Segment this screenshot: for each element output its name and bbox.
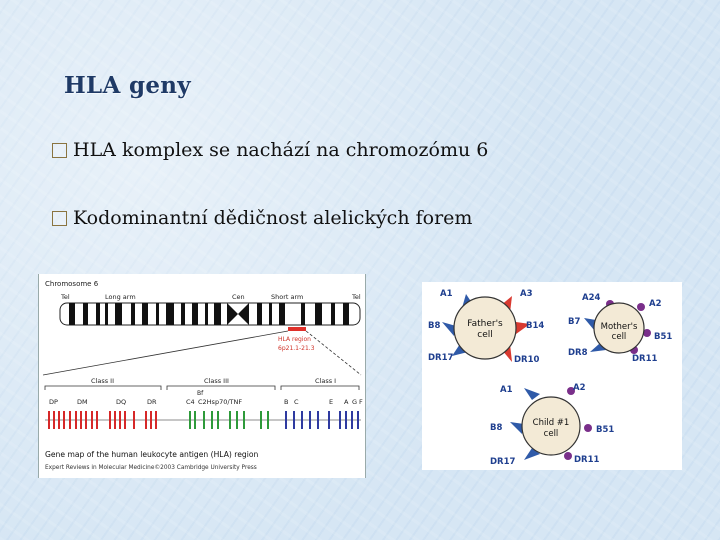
bullet-box-icon	[52, 211, 67, 226]
gene-label-c4: C4	[186, 398, 195, 406]
child-antigen-dr11: DR11	[574, 455, 600, 465]
label-long-arm: Long arm	[105, 293, 136, 301]
gene-label-dp: DP	[49, 398, 58, 406]
father-antigen-b8: B8	[428, 321, 440, 331]
gene-label-a: A	[344, 398, 349, 406]
father-antigen-a3: A3	[520, 289, 533, 299]
child-cell: Child #1 cell A1 A2 B8 B51 DR17 DR11	[490, 383, 614, 467]
gene-label-f: F	[359, 398, 363, 406]
hla-region-marker	[288, 327, 306, 331]
father-antigen-a1: A1	[440, 289, 453, 299]
child-cell-label-2: cell	[544, 429, 559, 439]
mother-antigen-a2: A2	[649, 299, 662, 309]
mother-a2-marker	[637, 303, 645, 311]
class-i-bracket	[281, 386, 359, 390]
class-i-label: Class I	[315, 377, 336, 385]
mother-cell-label-1: Mother's	[601, 322, 638, 332]
gene-label-e: E	[329, 398, 333, 406]
hla-inheritance-cells-figure: Father's cell A1 A3 B8 B14 DR17 DR10 Mot…	[422, 282, 682, 470]
gene-label-g: G	[352, 398, 357, 406]
child-antigen-dr17: DR17	[490, 457, 516, 467]
gene-label-dq: DQ	[116, 398, 126, 406]
label-tel-right: Tel	[351, 293, 361, 301]
gene-label-b: B	[284, 398, 288, 406]
child-dr11-marker	[564, 452, 572, 460]
label-short-arm: Short arm	[271, 293, 303, 301]
cells-diagram: Father's cell A1 A3 B8 B14 DR17 DR10 Mot…	[422, 282, 682, 470]
father-cell-label-2: cell	[477, 330, 493, 340]
hla-region-band: 6p21.1-21.3	[278, 345, 315, 352]
child-antigen-b8: B8	[490, 423, 502, 433]
class-ii-label: Class II	[91, 377, 114, 385]
bullet-item-2: Kodominantní dědičnost alelických forem	[52, 207, 472, 229]
father-antigen-dr17: DR17	[428, 353, 454, 363]
bf-label: Bf	[197, 390, 204, 397]
mother-cell: Mother's cell A24 A2 B7 B51 DR8 DR11	[568, 293, 672, 364]
child-antigen-a2: A2	[573, 383, 586, 393]
bullet-item-1: HLA komplex se nachází na chromozómu 6	[52, 139, 488, 161]
child-b51-marker	[584, 424, 592, 432]
label-cen: Cen	[232, 293, 245, 301]
mother-antigen-a24: A24	[582, 293, 600, 303]
child-a1-marker	[524, 388, 540, 400]
class-ii-bracket	[45, 386, 161, 390]
father-cell: Father's cell A1 A3 B8 B14 DR17 DR10	[428, 289, 544, 365]
father-antigen-dr10: DR10	[514, 355, 540, 365]
chromosome-diagram: Chromosome 6 Tel Long arm Cen Short arm …	[39, 274, 365, 478]
chromosome-gene-map-figure: Chromosome 6 Tel Long arm Cen Short arm …	[38, 274, 366, 478]
class-iii-label: Class III	[204, 377, 229, 385]
gene-label-c2hsp70-tnf: C2Hsp70/TNF	[198, 398, 242, 406]
expansion-line-left	[43, 331, 288, 375]
chromosome-heading: Chromosome 6	[45, 280, 99, 288]
mother-antigen-b7: B7	[568, 317, 580, 327]
figure-credit: Expert Reviews in Molecular Medicine©200…	[45, 464, 257, 471]
mother-antigen-b51: B51	[654, 332, 672, 342]
father-cell-label-1: Father's	[467, 319, 503, 329]
bullet-text-1: HLA komplex se nachází na chromozómu 6	[73, 139, 488, 161]
child-antigen-b51: B51	[596, 425, 614, 435]
slide-title: HLA geny	[64, 72, 191, 99]
class-iii-bracket	[167, 386, 275, 390]
gene-label-c: C	[294, 398, 299, 406]
gene-label-dm: DM	[77, 398, 88, 406]
mother-cell-label-2: cell	[612, 332, 627, 342]
father-antigen-b14: B14	[526, 321, 544, 331]
label-tel-left: Tel	[60, 293, 70, 301]
bullet-text-2: Kodominantní dědičnost alelických forem	[73, 207, 472, 229]
child-antigen-a1: A1	[500, 385, 513, 395]
hla-region-label: HLA region	[278, 336, 311, 343]
figure-caption: Gene map of the human leukocyte antigen …	[45, 450, 258, 459]
bullet-box-icon	[52, 143, 67, 158]
child-cell-label-1: Child #1	[533, 418, 570, 428]
gene-label-dr: DR	[147, 398, 157, 406]
mother-antigen-dr11: DR11	[632, 354, 658, 364]
mother-antigen-dr8: DR8	[568, 348, 588, 358]
expansion-line-right	[306, 331, 361, 375]
